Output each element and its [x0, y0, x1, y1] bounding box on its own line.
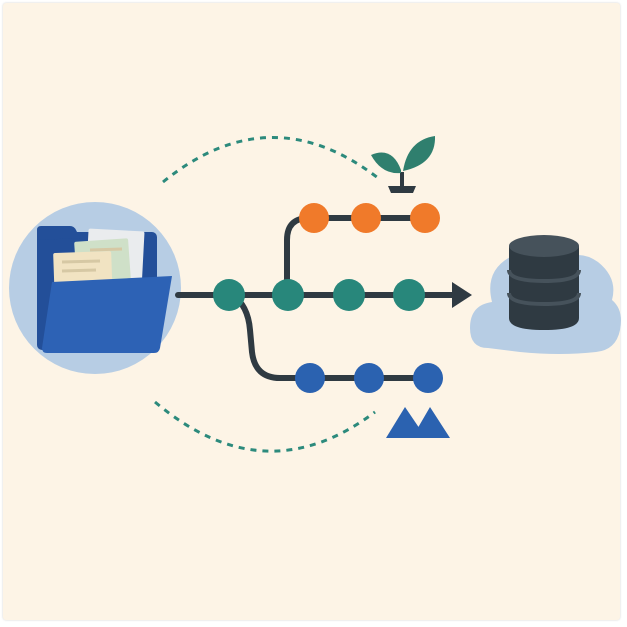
upper-branch-nodes	[299, 203, 440, 233]
arrow-right-icon	[452, 282, 472, 308]
branch-node-orange[interactable]	[351, 203, 381, 233]
branch-node-teal[interactable]	[393, 279, 425, 311]
branch-node-orange[interactable]	[299, 203, 329, 233]
branch-node-teal[interactable]	[333, 279, 365, 311]
folder-icon	[37, 226, 172, 353]
database-icon	[507, 235, 581, 330]
branch-node-blue[interactable]	[413, 363, 443, 393]
sprout-icon	[371, 136, 436, 193]
branch-node-teal[interactable]	[272, 279, 304, 311]
branch-node-orange[interactable]	[410, 203, 440, 233]
branch-node-blue[interactable]	[354, 363, 384, 393]
dashed-arc-top	[162, 136, 379, 184]
branch-node-blue[interactable]	[295, 363, 325, 393]
branch-node-teal[interactable]	[213, 279, 245, 311]
lower-branch-nodes	[295, 363, 443, 393]
dashed-arc-bottom	[154, 400, 376, 453]
mountains-icon	[386, 407, 450, 438]
main-branch-nodes	[213, 279, 425, 311]
